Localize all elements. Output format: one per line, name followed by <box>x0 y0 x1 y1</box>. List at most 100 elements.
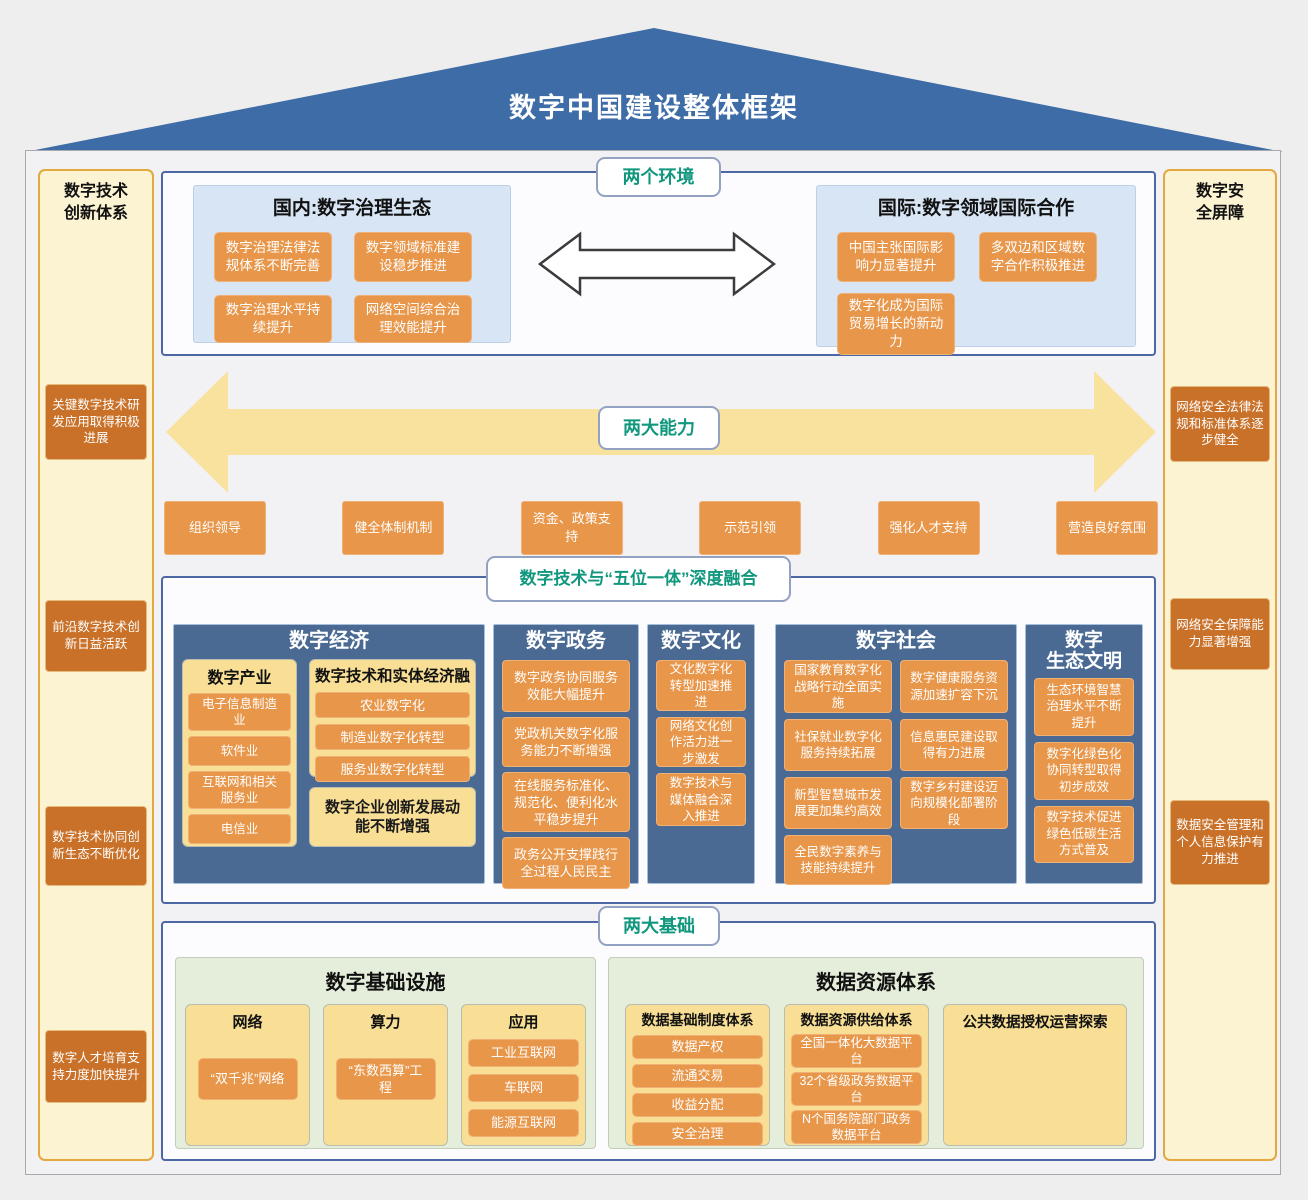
column-digital-ecology: 数字 生态文明 生态环境智慧治理水平不断提升 数字化绿色化协同转型取得初步成效 … <box>1025 624 1143 884</box>
framework-item: 文化数字化转型加速推进 <box>656 660 746 712</box>
framework-item: 制造业数字化转型 <box>314 724 470 751</box>
two-way-arrow-icon <box>538 231 776 297</box>
framework-item: 全民数字素养与技能持续提升 <box>784 835 892 886</box>
framework-item: “双千兆”网络 <box>197 1058 298 1100</box>
subpanel-title: 数据基础制度体系 <box>641 1012 754 1028</box>
framework-item: 收益分配 <box>632 1093 763 1117</box>
framework-item: 数字乡村建设迈向规模化部署阶段 <box>900 777 1008 830</box>
sidebar-digital-tech-innovation: 数字技术创新体系 关键数字技术研发应用取得积极进展 前沿数字技术创新日益活跃 数… <box>38 169 154 1161</box>
framework-item: 数字治理法律法规体系不断完善 <box>214 232 332 282</box>
support-item: 健全体制机制 <box>342 501 445 555</box>
framework-item: 互联网和相关服务业 <box>188 771 291 810</box>
framework-item: 中国主张国际影响力显著提升 <box>837 232 955 282</box>
framework-item: 全国一体化大数据平台 <box>791 1034 922 1068</box>
data-resource-panel: 数据资源体系 数据基础制度体系 数据产权 流通交易 收益分配 安全治理 数据资源… <box>608 957 1144 1149</box>
framework-item: 社保就业数字化服务持续拓展 <box>784 719 892 772</box>
data-supply-subpanel: 数据资源供给体系 全国一体化大数据平台 32个省级政务数据平台 N个国务院部门政… <box>784 1004 929 1146</box>
framework-item: 软件业 <box>188 736 291 767</box>
sidebar-item: 网络安全法律法规和标准体系逐步健全 <box>1170 386 1270 462</box>
sidebar-title: 数字安全屏障 <box>1195 183 1244 222</box>
framework-item: 在线服务标准化、规范化、便利化水平稳步提升 <box>502 772 630 833</box>
international-cooperation-panel: 国际:数字领域国际合作 中国主张国际影响力显著提升 多双边和区域数字合作积极推进… <box>816 185 1136 355</box>
framework-item: 数字治理水平持续提升 <box>214 295 332 343</box>
column-digital-economy: 数字经济 数字产业 电子信息制造业 软件业 互联网和相关服务业 电信业 数字技术… <box>173 624 485 884</box>
main-frame: 数字技术创新体系 关键数字技术研发应用取得积极进展 前沿数字技术创新日益活跃 数… <box>25 150 1281 1175</box>
panel-grid: 数字治理法律法规体系不断完善 数字领域标准建设稳步推进 数字治理水平持续提升 网… <box>194 232 510 343</box>
framework-item: 多双边和区域数字合作积极推进 <box>979 232 1097 282</box>
framework-item: 流通交易 <box>632 1064 763 1088</box>
column-title: 数字政务 <box>526 630 606 652</box>
subpanel-title: 公共数据授权运营探索 <box>962 1015 1108 1031</box>
support-item: 示范引领 <box>699 501 802 555</box>
framework-item: 电信业 <box>188 814 291 845</box>
panel-grid: 中国主张国际影响力显著提升 多双边和区域数字合作积极推进 数字化成为国际贸易增长… <box>817 232 1135 355</box>
columns-row: 数字经济 数字产业 电子信息制造业 软件业 互联网和相关服务业 电信业 数字技术… <box>173 624 1143 890</box>
framework-item: 党政机关数字化服务能力不断增强 <box>502 717 630 768</box>
integration-label: 数字技术与“五位一体”深度融合 <box>486 556 791 602</box>
economy-right: 数字技术和实体经济融 农业数字化 制造业数字化转型 服务业数字化转型 数字企业创… <box>308 659 476 848</box>
framework-item: 电子信息制造业 <box>188 693 291 732</box>
tech-economy-fusion-panel: 数字技术和实体经济融 农业数字化 制造业数字化转型 服务业数字化转型 <box>308 659 476 783</box>
sidebar-item: 前沿数字技术创新日益活跃 <box>45 600 147 672</box>
panel-title: 数字基础设施 <box>325 972 446 994</box>
column-title: 数字社会 <box>856 630 936 652</box>
data-institution-subpanel: 数据基础制度体系 数据产权 流通交易 收益分配 安全治理 <box>625 1004 770 1146</box>
economy-body: 数字产业 电子信息制造业 软件业 互联网和相关服务业 电信业 数字技术和实体经济… <box>174 652 484 848</box>
framework-item: 信息惠民建设取得有力进展 <box>900 719 1008 772</box>
domestic-governance-panel: 国内:数字治理生态 数字治理法律法规体系不断完善 数字领域标准建设稳步推进 数字… <box>193 185 511 343</box>
sidebar-item: 网络安全保障能力显著增强 <box>1170 598 1270 670</box>
framework-item: 农业数字化 <box>314 692 470 719</box>
panel-title: 国际:数字领域国际合作 <box>877 198 1075 219</box>
panel-title: 数字产业 <box>207 670 272 688</box>
column-title-line1: 数字 <box>1064 630 1103 651</box>
framework-item: 网络空间综合治理效能提升 <box>354 295 472 343</box>
public-data-subpanel: 公共数据授权运营探索 <box>943 1004 1127 1146</box>
framework-item: N个国务院部门政务数据平台 <box>791 1110 922 1144</box>
note-text: 数字企业创新发展动能不断增强 <box>324 798 460 836</box>
sidebar-item: 数字人才培育支持力度加快提升 <box>45 1030 147 1103</box>
panel-title: 数字技术和实体经济融 <box>314 668 470 686</box>
panel-title: 数据资源体系 <box>816 972 936 994</box>
application-subpanel: 应用 工业互联网 车联网 能源互联网 <box>461 1004 586 1146</box>
column-title: 数字 生态文明 <box>1026 630 1142 673</box>
framework-item: 能源互联网 <box>468 1109 579 1137</box>
two-foundations-label: 两大基础 <box>598 906 720 946</box>
infrastructure-row: 网络 “双千兆”网络 算力 “东数西算”工程 应用 工业互联网 车联网 能源互联… <box>176 1004 595 1146</box>
framework-item: 安全治理 <box>632 1122 763 1146</box>
framework-item: “东数西算”工程 <box>335 1058 436 1100</box>
society-left-col: 国家教育数字化战略行动全面实施 社保就业数字化服务持续拓展 新型智慧城市发展更加… <box>784 660 892 886</box>
subpanel-title: 应用 <box>508 1014 539 1031</box>
framework-item: 工业互联网 <box>468 1039 579 1067</box>
two-capabilities-label: 两大能力 <box>598 406 720 450</box>
subpanel-title: 算力 <box>370 1014 401 1031</box>
framework-item: 32个省级政务数据平台 <box>791 1072 922 1106</box>
framework-item: 生态环境智慧治理水平不断提升 <box>1034 677 1134 736</box>
two-environments-label: 两个环境 <box>596 157 721 197</box>
enterprise-innovation-note: 数字企业创新发展动能不断增强 <box>308 787 476 848</box>
network-subpanel: 网络 “双千兆”网络 <box>185 1004 310 1146</box>
page-title: 数字中国建设整体框架 <box>509 93 799 123</box>
column-digital-society: 数字社会 国家教育数字化战略行动全面实施 社保就业数字化服务持续拓展 新型智慧城… <box>775 624 1017 886</box>
column-items: 文化数字化转型加速推进 网络文化创作活力进一步激发 数字技术与媒体融合深入推进 <box>648 652 754 834</box>
framework-item: 数字化成为国际贸易增长的新动力 <box>837 293 955 355</box>
sidebar-item: 关键数字技术研发应用取得积极进展 <box>45 384 147 460</box>
column-title-line2: 生态文明 <box>1045 651 1122 673</box>
framework-item: 数字政务协同服务效能大幅提升 <box>502 660 630 713</box>
foundations-section: 数字基础设施 网络 “双千兆”网络 算力 “东数西算”工程 应用 工业互联网 车… <box>161 921 1156 1161</box>
digital-industry-panel: 数字产业 电子信息制造业 软件业 互联网和相关服务业 电信业 <box>182 659 297 848</box>
framework-item: 新型智慧城市发展更加集约高效 <box>784 777 892 830</box>
sidebar-title: 数字技术创新体系 <box>63 183 128 222</box>
column-title: 数字经济 <box>289 630 369 652</box>
support-item: 资金、政策支持 <box>520 501 623 555</box>
support-item: 强化人才支持 <box>877 501 980 555</box>
framework-item: 数字领域标准建设稳步推进 <box>354 232 472 282</box>
two-environments-section: 国内:数字治理生态 数字治理法律法规体系不断完善 数字领域标准建设稳步推进 数字… <box>161 171 1156 356</box>
framework-item: 网络文化创作活力进一步激发 <box>656 717 746 768</box>
framework-item: 服务业数字化转型 <box>314 756 470 783</box>
column-items: 生态环境智慧治理水平不断提升 数字化绿色化协同转型取得初步成效 数字技术促进绿色… <box>1026 673 1142 871</box>
framework-item: 数字技术与媒体融合深入推进 <box>656 773 746 827</box>
support-row: 组织领导 健全体制机制 资金、政策支持 示范引领 强化人才支持 营造良好氛围 <box>164 501 1158 555</box>
roof-triangle-icon <box>25 28 1283 152</box>
support-item: 营造良好氛围 <box>1055 501 1158 555</box>
